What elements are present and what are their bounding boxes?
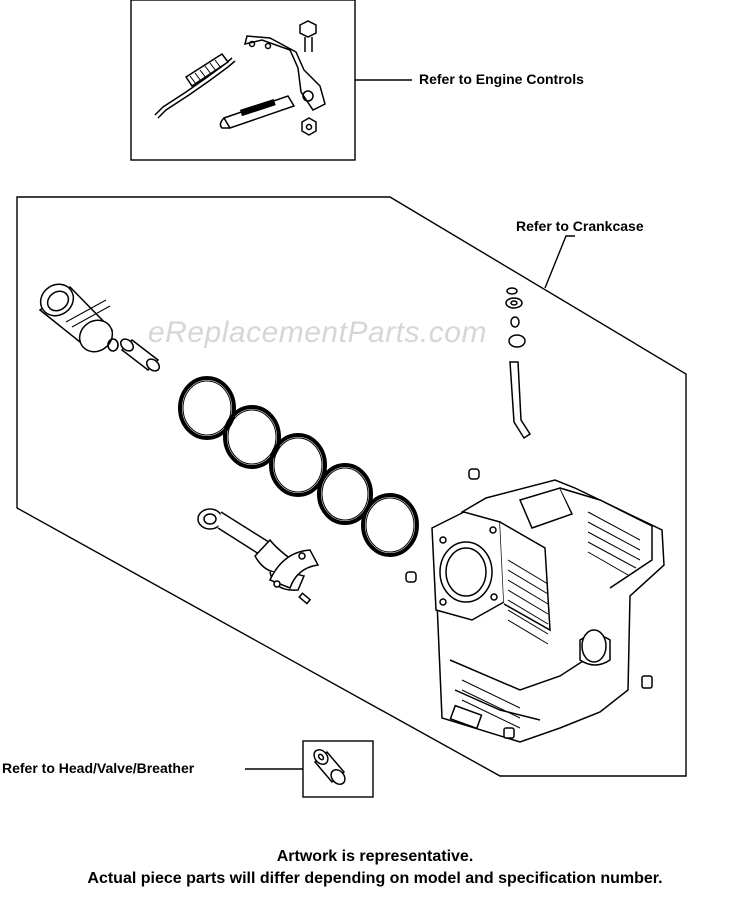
callout-crankcase: Refer to Crankcase (516, 218, 644, 234)
crankcase-leader (544, 235, 575, 289)
crankcase-block (431, 479, 665, 743)
crankcase-fins (461, 511, 641, 729)
callout-head-valve-breather: Refer to Head/Valve/Breather (2, 760, 195, 776)
plug-fitting (641, 675, 653, 689)
engine-controls-box (130, 0, 356, 161)
piston-rings (178, 376, 419, 557)
dowel-pin (405, 571, 417, 583)
rod-cap (268, 549, 320, 605)
footer-line-2: Actual piece parts will differ depending… (87, 870, 663, 887)
dipstick (505, 287, 532, 440)
crankcase-panel (16, 196, 687, 777)
pin-retainer (107, 338, 119, 352)
dowel-pin (468, 468, 480, 480)
piston-pin (119, 338, 161, 372)
watermark: eReplacementParts.com (148, 316, 487, 349)
piston (38, 283, 114, 353)
drain-plug (503, 727, 515, 739)
callout-engine-controls: Refer to Engine Controls (419, 71, 584, 87)
footer-line-1: Artwork is representative. (276, 848, 474, 865)
valve-lifter (313, 749, 346, 785)
governor-lever-assembly (154, 20, 326, 136)
